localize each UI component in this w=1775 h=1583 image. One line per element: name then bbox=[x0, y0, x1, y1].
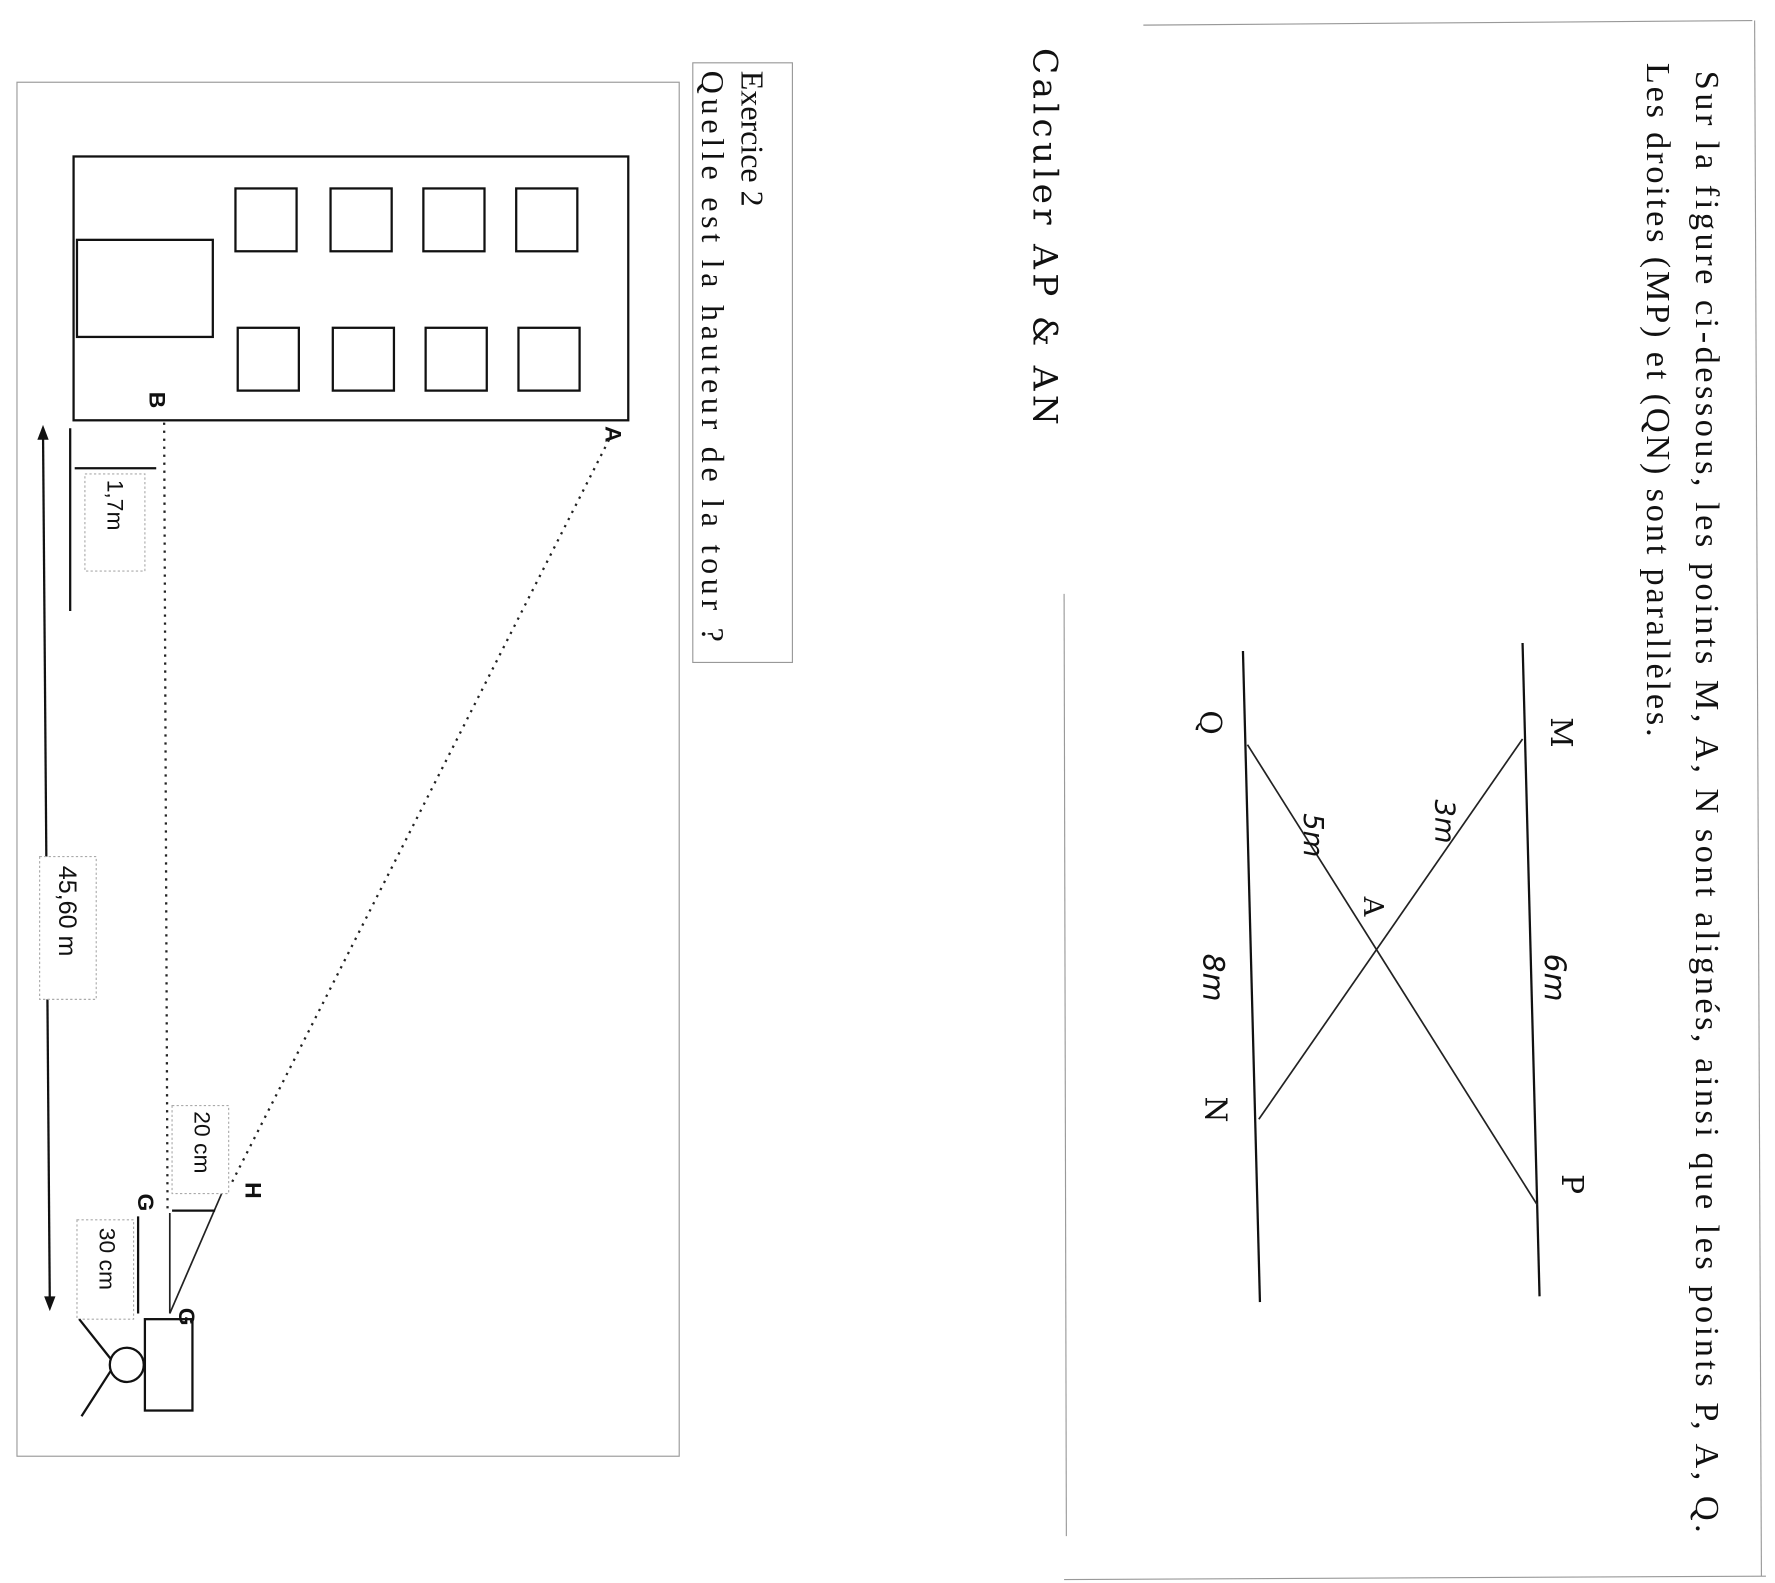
point-label-h: H bbox=[241, 1182, 267, 1198]
exercise2-question: Quelle est la hauteur de la tour ? bbox=[695, 71, 730, 642]
point-label-g: G bbox=[133, 1194, 159, 1212]
tripod-leg bbox=[80, 1369, 112, 1417]
window bbox=[331, 326, 396, 392]
tower bbox=[72, 155, 630, 422]
gg-box bbox=[76, 1219, 135, 1320]
measure-eye-height: 1,7m bbox=[103, 480, 129, 531]
window bbox=[236, 326, 300, 392]
camera-lens bbox=[108, 1346, 145, 1384]
exercise1-statement-line1: Sur la figure ci-dessous, les points M, … bbox=[1688, 71, 1725, 1533]
window bbox=[329, 187, 393, 253]
measure-qn: 8m bbox=[1196, 954, 1230, 1002]
point-label-n: N bbox=[1199, 1096, 1233, 1122]
top-border bbox=[1143, 19, 1753, 26]
line-qn bbox=[1241, 650, 1262, 1303]
exercise2-title: Exercice 2 bbox=[735, 71, 770, 207]
segment-qp bbox=[1246, 744, 1538, 1206]
measure-gg: 30 cm bbox=[95, 1228, 121, 1290]
tower-door bbox=[75, 238, 214, 339]
point-label-g-prime: G bbox=[174, 1308, 200, 1326]
tower-figure: B A 1,7m 45,60 m 20 cm H G 30 cm G bbox=[16, 81, 680, 1457]
window bbox=[234, 187, 298, 253]
camera-box bbox=[143, 1318, 194, 1412]
tower-windows bbox=[234, 187, 581, 392]
arrow-head bbox=[44, 1296, 56, 1312]
bottom-border bbox=[1064, 1575, 1766, 1581]
measure-distance: 45,60 m bbox=[53, 866, 81, 957]
point-label-p: P bbox=[1555, 1174, 1589, 1194]
measure-aq: 5m bbox=[1297, 813, 1328, 857]
measure-am: 3m bbox=[1428, 799, 1459, 843]
distance-box bbox=[39, 856, 97, 1000]
exercise2-box bbox=[692, 62, 793, 664]
window bbox=[422, 187, 486, 253]
segment-gh bbox=[169, 1187, 225, 1314]
hg-box bbox=[171, 1105, 230, 1195]
point-label-a: A bbox=[1357, 896, 1388, 917]
point-label-q: Q bbox=[1193, 710, 1227, 734]
tripod-leg bbox=[78, 1318, 112, 1360]
window bbox=[424, 326, 488, 392]
eye-height-box bbox=[84, 473, 146, 572]
window bbox=[517, 326, 581, 392]
point-label-m: M bbox=[1544, 717, 1578, 747]
window bbox=[515, 187, 579, 253]
measure-hg: 20 cm bbox=[190, 1111, 216, 1173]
sight-line bbox=[231, 439, 611, 1183]
thales-figure: M P Q N A 3m 5m 6m 8m bbox=[1193, 642, 1589, 1303]
measure-mp: 6m bbox=[1538, 954, 1572, 1002]
arrow-head bbox=[37, 424, 49, 440]
line-mp bbox=[1521, 642, 1541, 1297]
point-label-b: B bbox=[144, 392, 170, 408]
separator-line bbox=[1063, 593, 1067, 1537]
segment-mn bbox=[1258, 738, 1524, 1120]
horizontal-sight-line bbox=[163, 422, 169, 1211]
exercise1-question: Calculer AP & AN bbox=[1025, 48, 1065, 425]
point-label-a: A bbox=[601, 426, 627, 442]
exercise1-statement-line2: Les droites (MP) et (QN) sont parallèles… bbox=[1639, 63, 1676, 737]
right-border bbox=[1754, 20, 1762, 1577]
figure-frame bbox=[16, 81, 680, 1457]
